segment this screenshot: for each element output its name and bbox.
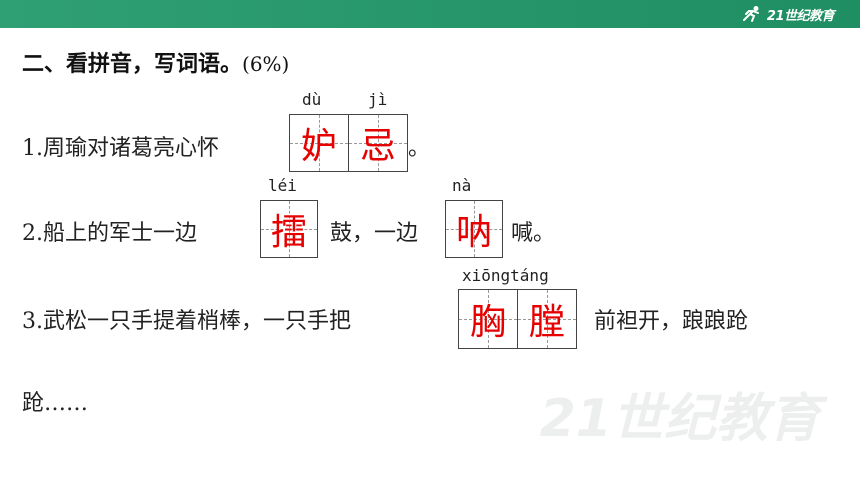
item-3-answer-grid: 胸 膛: [458, 289, 577, 349]
item-2-after: 喊。: [511, 221, 556, 246]
item-3-pinyin: xiōngtáng: [462, 266, 549, 285]
runner-icon: [742, 6, 759, 22]
answer-cell: 膛: [517, 290, 576, 348]
item-2-pinyin-1: léi: [268, 176, 297, 195]
item-1-pinyin-1: dù: [302, 90, 322, 109]
item-1-text: 1.周瑜对诸葛亮心怀: [22, 136, 219, 161]
item-2-pinyin-2: nà: [452, 176, 472, 195]
answer-cell: 妒: [290, 115, 348, 171]
item-1-answer-grid: 妒 忌: [289, 114, 408, 172]
item-3-text: 3.武松一只手提着梢棒，一只手把: [22, 309, 351, 334]
item-2-answer-box-2: 呐: [445, 200, 503, 258]
item-1-after: 。: [408, 136, 431, 161]
brand-logo: 21世纪教育: [741, 4, 835, 24]
heading-text: 二、看拼音，写词语。: [22, 52, 243, 77]
item-3-after: 前袒开，踉踉跄: [594, 309, 749, 334]
answer-cell: 忌: [348, 115, 407, 171]
answer-cell: 擂: [261, 201, 317, 257]
item-2-answer-box-1: 擂: [260, 200, 318, 258]
item-3-continuation: 跄……: [22, 391, 89, 416]
header-bar: 21世纪教育: [0, 0, 860, 28]
brand-text: 21世纪教育: [766, 8, 835, 24]
item-2-middle: 鼓，一边: [330, 221, 419, 246]
heading-points: (6%): [242, 52, 290, 76]
answer-cell: 呐: [446, 201, 502, 257]
watermark: 21世纪教育: [539, 389, 820, 449]
answer-cell: 胸: [459, 290, 517, 348]
section-heading: 二、看拼音，写词语。(6%): [22, 46, 289, 78]
item-1-pinyin-2: jì: [368, 90, 388, 109]
item-2-text: 2.船上的军士一边: [22, 221, 197, 246]
